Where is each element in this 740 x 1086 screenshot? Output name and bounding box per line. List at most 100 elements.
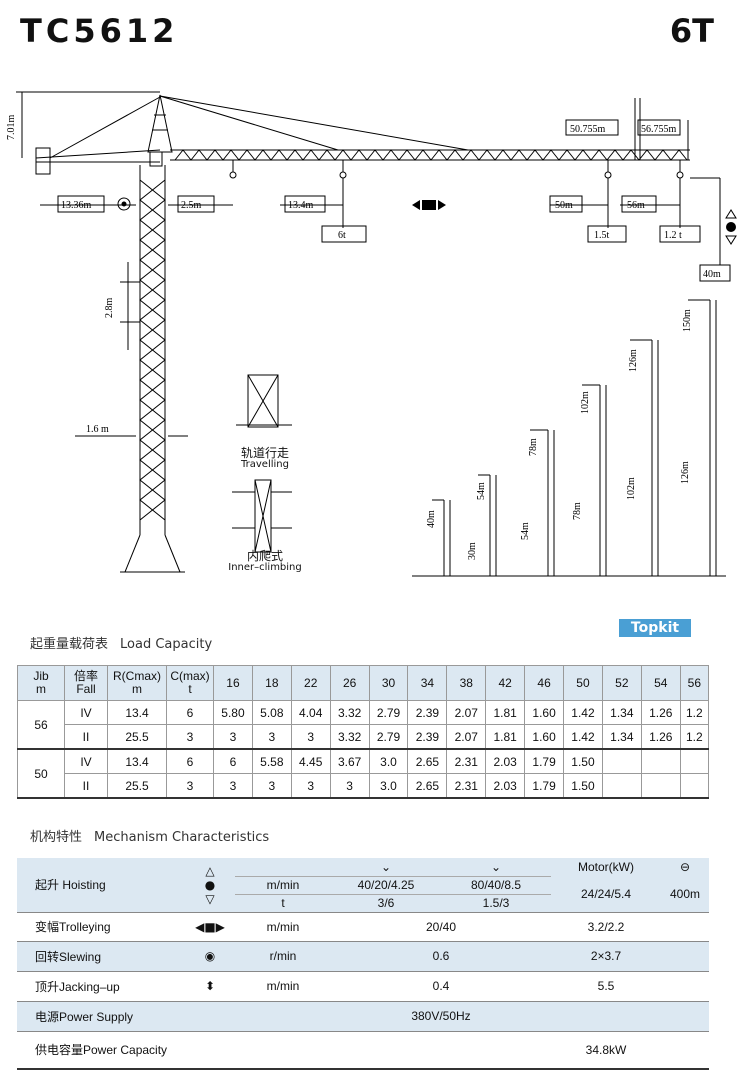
jacking-icon-cell: ⬍: [185, 971, 235, 1002]
load-value-cell: 5.58: [251, 748, 292, 774]
h-150: 150m: [682, 309, 693, 332]
load-value-cell: [601, 773, 642, 799]
hoist-icon: [725, 209, 737, 245]
travelling-label-en: Travelling: [241, 459, 289, 470]
fall-cell: II: [64, 724, 108, 750]
r-cell: 13.4: [107, 748, 167, 774]
load-value-cell: [601, 748, 642, 774]
load-value-cell: 1.60: [524, 700, 565, 725]
load-value-cell: 3.0: [368, 773, 409, 799]
h-30: 30m: [467, 542, 478, 560]
r-cell: 25.5: [107, 773, 167, 799]
dim-56-755: 56.755m: [641, 124, 677, 135]
load-value-cell: 5.80: [213, 700, 253, 725]
hoist-icon-cell: △●▽: [185, 858, 235, 913]
dim-40: 40m: [703, 269, 721, 280]
slewing-icon: [117, 197, 131, 211]
dim-50: 50m: [555, 200, 573, 211]
load-value-cell: 3.32: [329, 700, 370, 725]
load-1-2: 1.2 t: [664, 230, 682, 241]
load-value-cell: 6: [213, 748, 253, 774]
load-6t: 6t: [338, 230, 346, 241]
hoisting-label: 起升 Hoisting: [17, 858, 185, 913]
load-value-cell: 1.42: [563, 700, 603, 725]
model-title: TC5612: [20, 12, 179, 50]
load-value-cell: 2.79: [368, 724, 409, 750]
load-value-cell: 4.04: [290, 700, 331, 725]
load-value-cell: 1.34: [601, 700, 642, 725]
power-supply-row: 电源Power Supply 380V/50Hz: [17, 1001, 709, 1032]
hoisting-row-3: t 3/6 1.5/3: [17, 894, 709, 913]
load-value-cell: [640, 773, 681, 799]
load-value-cell: 3: [290, 773, 331, 799]
inner-climbing-label-en: Inner–climbing: [228, 562, 302, 573]
load-value-cell: 1.26: [640, 724, 681, 750]
load-value-cell: 2.39: [407, 724, 448, 750]
h-78a: 78m: [528, 438, 539, 456]
h-102b: 102m: [626, 477, 637, 500]
slewing-row: 回转Slewing ◉ r/min 0.6 2×3.7: [17, 941, 709, 972]
load-value-cell: 3: [290, 724, 331, 750]
travelling-label-cn: 轨道行走: [240, 446, 289, 460]
fall-cell: IV: [64, 700, 108, 725]
load-value-cell: 2.65: [407, 773, 448, 799]
load-value-cell: 1.26: [640, 700, 681, 725]
c-cell: 3: [166, 724, 214, 750]
load-value-cell: 3.32: [329, 724, 370, 750]
slewing-icon-cell: ◉: [185, 941, 235, 972]
load-value-cell: 2.31: [446, 773, 487, 799]
dim-7-01: 7.01m: [6, 115, 17, 141]
fall-cell: IV: [64, 748, 108, 774]
load-value-cell: 1.79: [524, 773, 565, 799]
dim-13-4: 13.4m: [288, 200, 314, 211]
load-value-cell: 3: [329, 773, 370, 799]
rope-drum-icon: ⊖: [661, 858, 709, 876]
load-value-cell: 1.2: [679, 700, 710, 725]
crane-diagram: 7.01m 50.755m 56.755m 13.36m 2.5m 13.4m …: [6, 91, 737, 577]
load-value-cell: 1.42: [563, 724, 603, 750]
hoisting-row-1: 起升 Hoisting △●▽ ⌄ ⌄ Motor(kW) ⊖: [17, 858, 709, 913]
mechanism-table: 起升 Hoisting △●▽ ⌄ ⌄ Motor(kW) ⊖ m/min 40…: [17, 858, 709, 1070]
load-value-cell: 3.67: [329, 748, 370, 774]
trolley-icon: [412, 200, 446, 210]
hoist-2fall-icon: ⌄: [441, 858, 551, 877]
h-54b: 54m: [520, 522, 531, 540]
load-value-cell: 1.79: [524, 748, 565, 774]
load-value-cell: [679, 773, 710, 799]
load-value-cell: 1.81: [485, 700, 526, 725]
load-value-cell: 2.65: [407, 748, 448, 774]
load-value-cell: 3: [251, 724, 292, 750]
hoist-4fall-icon: ⌄: [331, 858, 441, 877]
load-value-cell: 2.03: [485, 748, 526, 774]
load-value-cell: 1.60: [524, 724, 565, 750]
load-value-cell: 1.50: [563, 773, 603, 799]
load-value-cell: 1.2: [679, 724, 710, 750]
jacking-row: 顶升Jacking–up ⬍ m/min 0.4 5.5: [17, 971, 709, 1002]
load-value-cell: 3: [251, 773, 292, 799]
load-1-5: 1.5t: [594, 230, 610, 241]
h-78b: 78m: [572, 502, 583, 520]
h-54a: 54m: [476, 482, 487, 500]
dim-13-36: 13.36m: [61, 200, 92, 211]
load-value-cell: 2.07: [446, 724, 487, 750]
load-value-cell: [679, 748, 710, 774]
hoisting-row-2: m/min 40/20/4.25 80/40/8.5 24/24/5.4 400…: [17, 876, 709, 913]
r-cell: 25.5: [107, 724, 167, 750]
fall-cell: II: [64, 773, 108, 799]
load-value-cell: 2.79: [368, 700, 409, 725]
load-value-cell: 1.50: [563, 748, 603, 774]
load-value-cell: 3.0: [368, 748, 409, 774]
load-value-cell: 4.45: [290, 748, 331, 774]
dim-50-755: 50.755m: [570, 124, 606, 135]
c-cell: 6: [166, 700, 214, 725]
dim-1-6: 1.6 m: [86, 424, 109, 435]
c-cell: 3: [166, 773, 214, 799]
